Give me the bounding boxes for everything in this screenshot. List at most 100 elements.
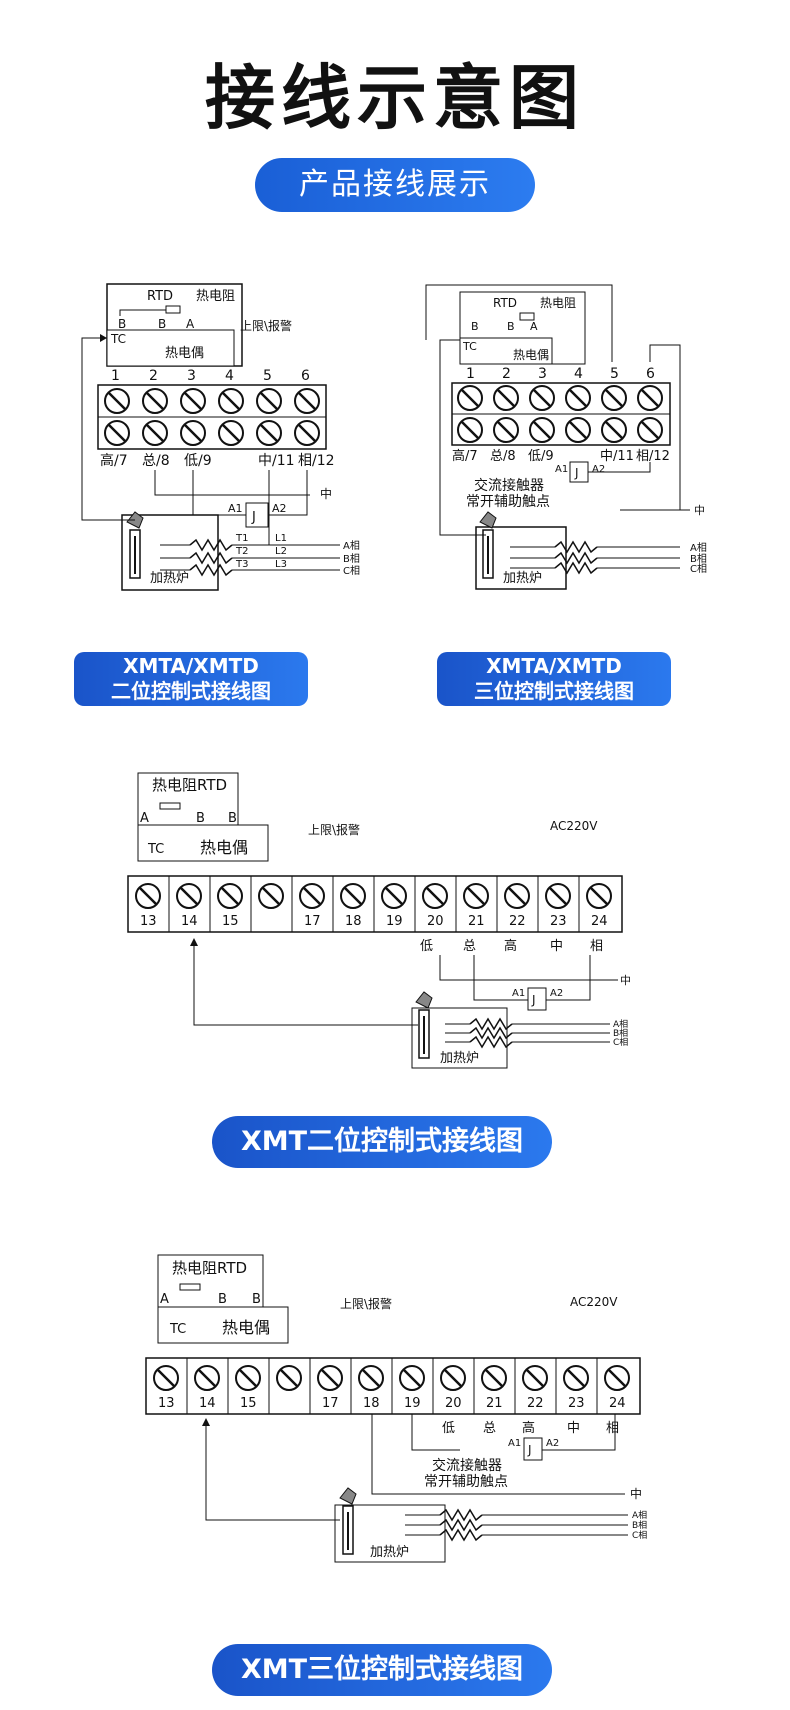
terminal-number: 22 bbox=[527, 1396, 544, 1411]
phase-label: A相 bbox=[343, 539, 360, 552]
terminal-screw bbox=[357, 1364, 385, 1392]
tc-cn-label: 热电偶 bbox=[200, 838, 248, 857]
neutral-label: 中 bbox=[620, 974, 631, 987]
phase-label: C相 bbox=[613, 1036, 628, 1048]
tc-label: TC bbox=[462, 340, 477, 353]
a2-label: A2 bbox=[550, 988, 563, 999]
furnace-label: 加热炉 bbox=[503, 571, 542, 586]
rtd-label: RTD bbox=[147, 289, 173, 304]
terminal-screw bbox=[562, 1364, 590, 1392]
rtd-label: 热电阻RTD bbox=[152, 776, 227, 794]
tc-cn-label: 热电偶 bbox=[222, 1318, 270, 1337]
terminal-screw bbox=[152, 1364, 180, 1392]
terminal-screw bbox=[503, 882, 531, 910]
terminal-number: 6 bbox=[301, 368, 310, 384]
upper-alarm-label: 上限\报警 bbox=[240, 318, 292, 333]
phase-label: C相 bbox=[632, 1529, 647, 1541]
svg-text:B: B bbox=[507, 320, 515, 333]
a1-label: A1 bbox=[512, 988, 525, 999]
terminal-screw bbox=[316, 1364, 344, 1392]
neutral-label: 中 bbox=[630, 1486, 642, 1501]
terminal-number: 17 bbox=[304, 914, 321, 929]
rtd-cn-label: 热电阻 bbox=[196, 289, 235, 304]
terminal-screw bbox=[544, 882, 572, 910]
relay-label: J bbox=[574, 466, 579, 480]
tc-label: TC bbox=[110, 332, 126, 346]
terminal-bottom-label: 相/12 bbox=[298, 453, 335, 469]
terminal-number: 20 bbox=[427, 914, 444, 929]
terminal-bottom-label: 中/11 bbox=[600, 449, 634, 464]
terminal-number: 4 bbox=[225, 368, 234, 384]
svg-text:TC: TC bbox=[147, 842, 164, 857]
t-label: T3 bbox=[235, 559, 248, 570]
neutral-label: 中 bbox=[694, 504, 705, 517]
svg-text:B: B bbox=[228, 811, 237, 826]
terminal-lower-label: 高 bbox=[504, 938, 517, 954]
diagram-3-caption: XMT二位控制式接线图 bbox=[212, 1116, 552, 1168]
terminal-number: 19 bbox=[404, 1396, 421, 1411]
neutral-label: 中 bbox=[320, 486, 332, 501]
terminal-lower-label: 低 bbox=[442, 1421, 455, 1436]
terminal-screw bbox=[603, 1364, 631, 1392]
terminal-bottom-label: 低/9 bbox=[184, 453, 212, 469]
rtd-label: 热电阻RTD bbox=[172, 1259, 247, 1277]
terminal-screw bbox=[216, 882, 244, 910]
terminal-number: 15 bbox=[222, 914, 239, 929]
diagram-1-caption: XMTA/XMTD 二位控制式接线图 bbox=[74, 652, 308, 706]
l-label: L1 bbox=[275, 533, 287, 544]
terminal-bottom-label: 高/7 bbox=[452, 448, 478, 464]
svg-text:B: B bbox=[252, 1292, 261, 1307]
terminal-lower-label: 中 bbox=[567, 1421, 580, 1436]
terminal-number: 24 bbox=[609, 1396, 626, 1411]
terminal-bottom-label: 中/11 bbox=[258, 453, 295, 469]
phase-label: B相 bbox=[632, 1519, 647, 1531]
terminal-number: 20 bbox=[445, 1396, 462, 1411]
terminal-number: 19 bbox=[386, 914, 403, 929]
svg-text:A: A bbox=[186, 317, 195, 331]
svg-text:A: A bbox=[140, 811, 149, 826]
tc-cn-label: 热电偶 bbox=[165, 346, 204, 361]
terminal-number: 5 bbox=[263, 368, 272, 384]
l-label: L3 bbox=[275, 559, 287, 570]
terminal-number: 15 bbox=[240, 1396, 257, 1411]
terminal-number: 23 bbox=[550, 914, 567, 929]
terminal-screw bbox=[257, 882, 285, 910]
diagram-2-caption: XMTA/XMTD 三位控制式接线图 bbox=[437, 652, 671, 706]
terminal-screw bbox=[480, 1364, 508, 1392]
terminal-bottom-label: 总/8 bbox=[142, 453, 170, 469]
terminal-screw bbox=[275, 1364, 303, 1392]
furnace-label: 加热炉 bbox=[150, 571, 189, 586]
terminal-number: 14 bbox=[199, 1396, 216, 1411]
relay-label: J bbox=[531, 993, 536, 1007]
terminal-number: 13 bbox=[158, 1396, 175, 1411]
phase-label: B相 bbox=[613, 1027, 628, 1039]
terminal-screw bbox=[585, 882, 613, 910]
phase-label: A相 bbox=[613, 1018, 628, 1030]
terminal-number: 13 bbox=[140, 914, 157, 929]
terminal-bottom-label: 低/9 bbox=[528, 449, 554, 464]
a2-label: A2 bbox=[546, 1438, 559, 1449]
phase-label: B相 bbox=[343, 552, 360, 565]
ac-label: AC220V bbox=[570, 1295, 618, 1309]
caption-line-2: 三位控制式接线图 bbox=[474, 679, 634, 703]
terminal-number: 1 bbox=[466, 366, 475, 382]
svg-text:B: B bbox=[158, 317, 166, 331]
terminal-number: 1 bbox=[111, 368, 120, 384]
terminal-screw bbox=[421, 882, 449, 910]
terminal-lower-label: 低 bbox=[420, 939, 433, 954]
terminal-lower-label: 相 bbox=[606, 1421, 619, 1436]
svg-text:B: B bbox=[196, 811, 205, 826]
terminal-bottom-label: 高/7 bbox=[100, 452, 128, 469]
diagram-4-caption: XMT三位控制式接线图 bbox=[212, 1644, 552, 1696]
tc-cn-label: 热电偶 bbox=[513, 348, 549, 362]
caption-line-2: 二位控制式接线图 bbox=[111, 679, 271, 703]
phase-label: C相 bbox=[343, 564, 360, 577]
a1-label: A1 bbox=[555, 464, 568, 475]
terminal-number: 3 bbox=[538, 366, 547, 382]
relay-label: J bbox=[251, 510, 256, 525]
terminal-screw bbox=[298, 882, 326, 910]
terminal-screw bbox=[234, 1364, 262, 1392]
